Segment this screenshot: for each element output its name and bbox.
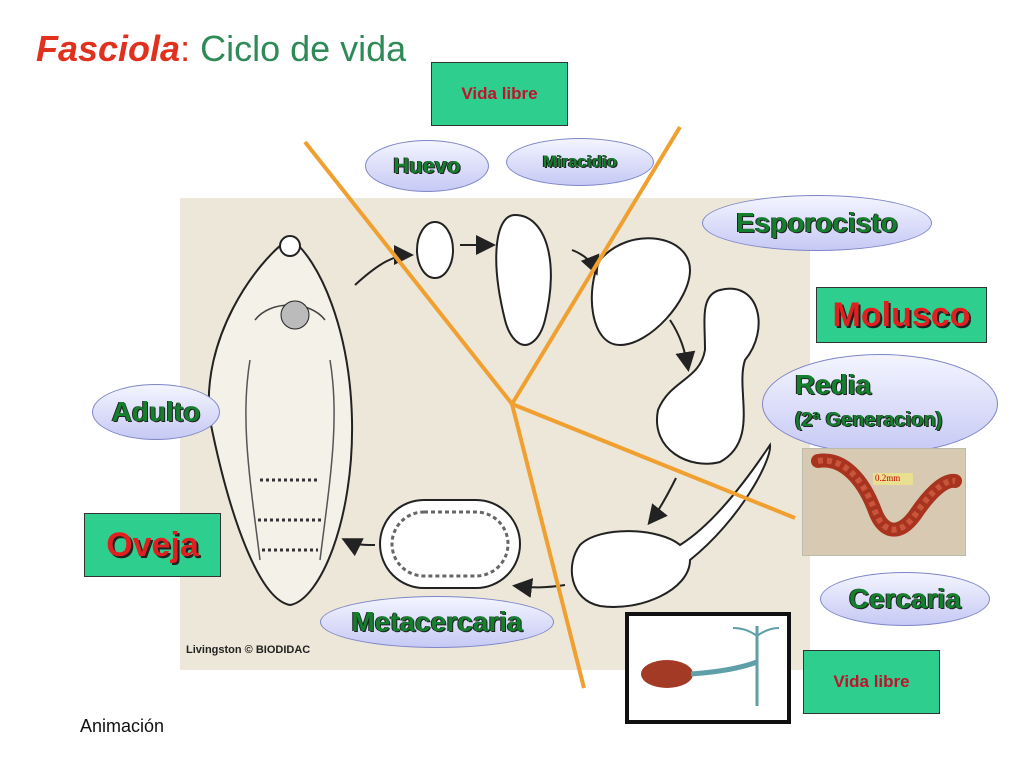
vida-libre-bottom-box: Vida libre — [803, 650, 940, 714]
metacercaria-label: Metacercaria — [351, 606, 523, 637]
miracidium-drawing — [495, 213, 552, 347]
miracidio-label: Miracidio — [542, 152, 618, 171]
esporocisto-label: Esporocisto — [736, 207, 898, 238]
adulto-label: Adulto — [111, 396, 201, 427]
molusco-label: Molusco — [832, 295, 971, 334]
adult-fluke-drawing — [207, 235, 354, 607]
esporocisto-oval: Esporocisto — [702, 195, 932, 251]
redia-drawing — [655, 287, 760, 465]
title-genus: Fasciola — [36, 28, 181, 69]
animation-link[interactable]: Animación — [80, 716, 165, 736]
vida-libre-top-box: Vida libre — [431, 62, 568, 126]
egg-drawing — [416, 221, 454, 279]
adulto-oval: Adulto — [92, 384, 220, 440]
image-credit: Livingston © BIODIDAC — [186, 644, 311, 656]
metacercaria-oval: Metacercaria — [320, 596, 554, 648]
cercaria-photo — [625, 612, 791, 724]
cercaria-oval: Cercaria — [820, 572, 990, 626]
redia-photo: 0.2mm — [802, 448, 966, 556]
miracidio-oval: Miracidio — [506, 138, 654, 186]
redia-oval: Redia (2ª Generacion) — [762, 354, 998, 454]
redia-photo-image — [811, 453, 962, 537]
oveja-box: Oveja — [84, 513, 221, 577]
title-rest: Ciclo de vida — [190, 28, 407, 69]
page-title: Fasciola: Ciclo de vida — [36, 28, 406, 70]
divider-lines — [303, 125, 796, 689]
redia-generation-label: (2ª Generacion) — [795, 409, 943, 431]
redia-label: Redia — [795, 369, 872, 400]
cercaria-label: Cercaria — [848, 583, 962, 614]
cercaria-photo-image — [641, 626, 780, 706]
molusco-box: Molusco — [816, 287, 987, 343]
huevo-oval: Huevo — [365, 140, 489, 192]
vida-libre-top-label: Vida libre — [461, 84, 538, 103]
oveja-label: Oveja — [106, 525, 199, 564]
redia-photo-scale: 0.2mm — [875, 473, 901, 483]
cercaria-drawing — [570, 442, 772, 608]
title-separator: : — [180, 28, 191, 69]
metacercaria-drawing — [379, 499, 521, 589]
sporocyst-drawing — [590, 237, 692, 347]
vida-libre-bottom-label: Vida libre — [833, 672, 910, 691]
huevo-label: Huevo — [393, 153, 461, 178]
